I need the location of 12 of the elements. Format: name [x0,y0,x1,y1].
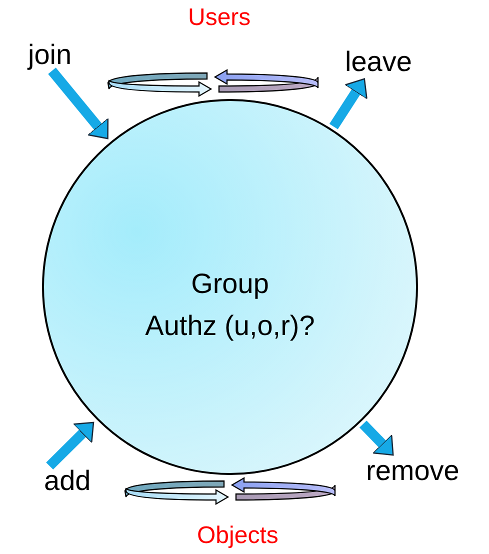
block-arrow [329,78,368,130]
action-label: leave [345,47,412,78]
set-label: Objects [197,522,278,550]
block-arrow [48,68,109,140]
set-label: Users [188,4,251,32]
question-text: Authz (u,o,r)? [145,309,315,343]
block-arrow [359,420,394,456]
action-label: add [44,466,91,497]
action-label: remove [366,456,460,487]
action-label: join [28,40,72,71]
block-arrow [46,422,94,470]
circle-title: Group [191,267,269,301]
